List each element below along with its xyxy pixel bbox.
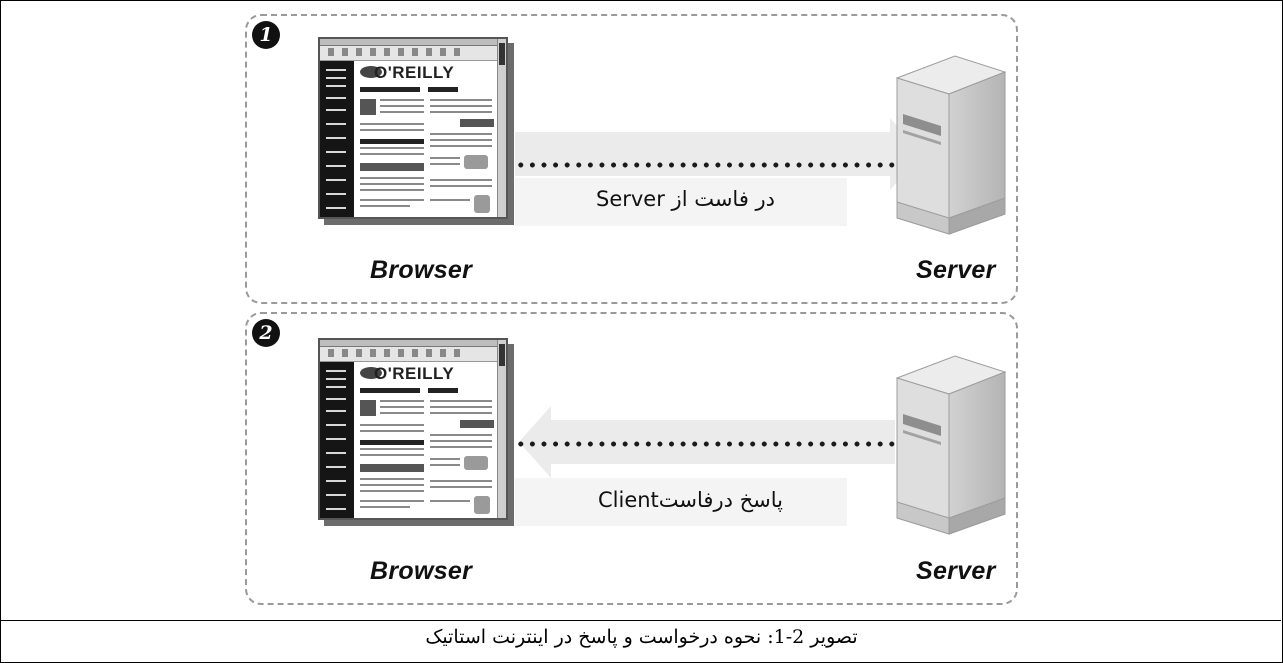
step-badge-2: 2	[252, 319, 280, 347]
browser-label-2: Browser	[370, 557, 473, 585]
server-label-1: Server	[916, 256, 996, 284]
browser-window-2: O'REILLY	[318, 338, 514, 526]
response-dotted-line	[515, 441, 895, 447]
step-badge-1: 1	[252, 21, 280, 49]
request-label-box	[515, 178, 847, 226]
response-message-label: پاسخ درفاستClient	[598, 488, 784, 512]
request-dotted-line	[515, 162, 895, 168]
oreilly-logo: O'REILLY	[374, 63, 455, 82]
server-label-2: Server	[916, 557, 996, 585]
browser-label-1: Browser	[370, 256, 473, 284]
server-icon-2	[895, 355, 1007, 535]
browser-window-1: O'REILLY	[318, 37, 514, 225]
caption-row	[0, 620, 1281, 662]
server-icon-1	[895, 55, 1007, 235]
response-label-box	[515, 478, 847, 526]
figure-caption: تصویر 2-1: نحوه درخواست و پاسخ در اینترن…	[425, 626, 858, 648]
request-message-label: در فاست از Server	[596, 187, 776, 211]
oreilly-logo: O'REILLY	[374, 364, 455, 383]
request-arrow-band	[515, 132, 891, 176]
